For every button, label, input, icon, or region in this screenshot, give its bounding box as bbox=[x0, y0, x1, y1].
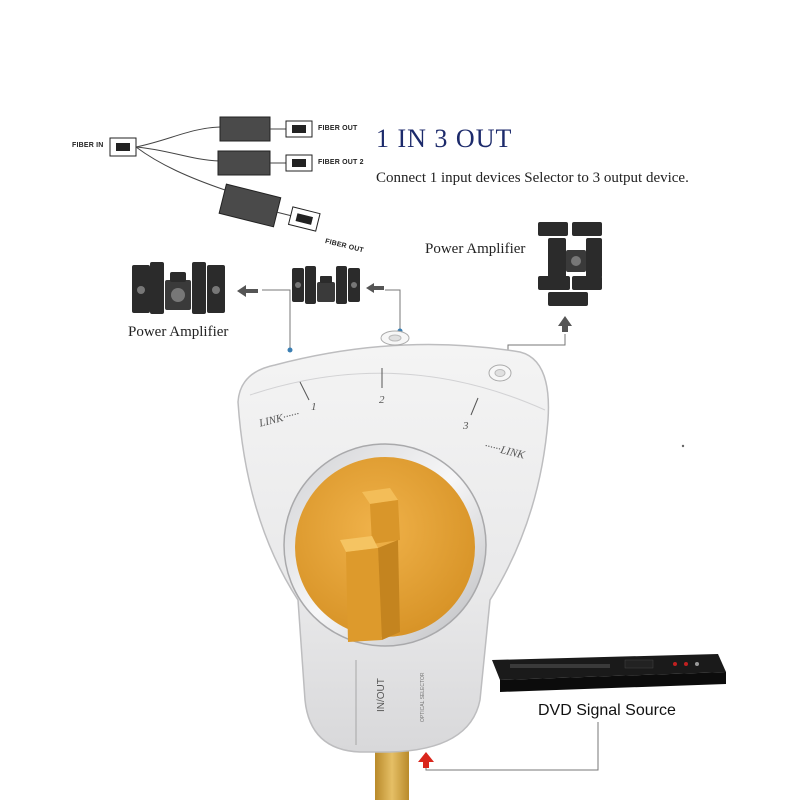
fiber-splitter-box-3 bbox=[218, 183, 282, 228]
fiber-line-3 bbox=[135, 146, 226, 191]
power-amplifier-left-label: Power Amplifier bbox=[128, 324, 229, 340]
fiber-out-1-label: FIBER OUT bbox=[318, 125, 358, 132]
port-right-icon[interactable] bbox=[488, 364, 512, 382]
fiber-out-2-label: FIBER OUT 2 bbox=[318, 159, 364, 166]
tick-3 bbox=[470, 397, 479, 416]
fiber-in-connector-icon bbox=[116, 143, 130, 151]
input-arrow-icon bbox=[418, 752, 434, 768]
knob-handle-top bbox=[362, 488, 398, 504]
page-title: 1 IN 3 OUT bbox=[376, 124, 513, 153]
fiber-line-1 bbox=[135, 126, 221, 148]
page-subtitle: Connect 1 input devices Selector to 3 ou… bbox=[376, 170, 689, 186]
position-2-label: 2 bbox=[379, 394, 385, 406]
fiber-line-2 bbox=[135, 146, 221, 162]
fiber-splitter-box-2 bbox=[217, 150, 271, 176]
dvd-player-icon bbox=[492, 654, 726, 692]
speaker-set-left-icon bbox=[132, 262, 225, 314]
fiber-splitter-box-1 bbox=[219, 116, 271, 142]
knob-handle[interactable] bbox=[346, 548, 382, 642]
power-amplifier-right-label: Power Amplifier bbox=[425, 241, 526, 257]
position-1-label: 1 bbox=[311, 401, 317, 413]
fiber-in-label: FIBER IN bbox=[72, 142, 104, 149]
speaker-set-right-icon bbox=[538, 222, 602, 306]
port-top-icon[interactable] bbox=[380, 330, 410, 346]
model-text: OPTICAL SELECTOR bbox=[420, 672, 426, 722]
speaker-set-middle-icon bbox=[292, 266, 360, 304]
arrow-up-icon bbox=[558, 316, 572, 332]
in-out-label: IN/OUT bbox=[376, 678, 387, 712]
position-3-label: 3 bbox=[463, 420, 469, 432]
arrow-left-icon bbox=[237, 283, 384, 297]
fiber-split-diagram bbox=[109, 116, 321, 232]
tick-1 bbox=[299, 381, 310, 401]
dvd-source-label: DVD Signal Source bbox=[538, 702, 676, 719]
